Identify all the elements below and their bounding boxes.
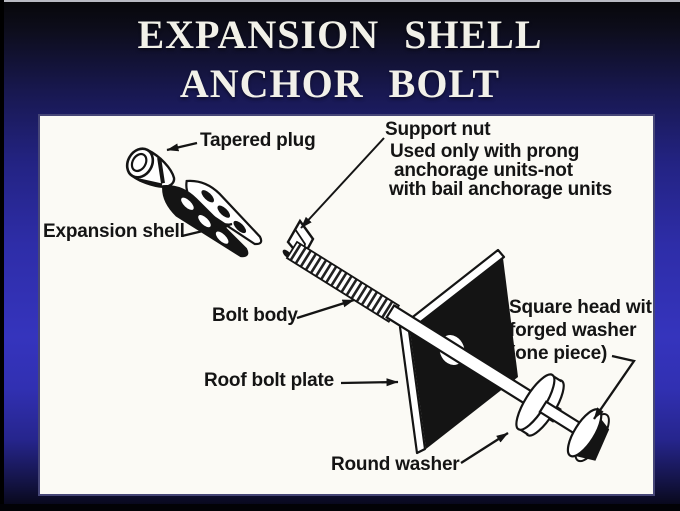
bolt-body-arrow [296, 298, 355, 320]
label-support-nut-note-2: anchorage units-not [394, 160, 573, 181]
label-tapered-plug: Tapered plug [200, 130, 316, 151]
label-support-nut: Support nut [385, 119, 491, 140]
bottom-edge-strip [0, 504, 680, 511]
left-edge-strip [0, 0, 4, 511]
label-bolt-body: Bolt body [212, 305, 298, 326]
label-expansion-shell: Expansion shell [43, 221, 185, 242]
tapered-plug-arrow [166, 141, 198, 152]
diagram-panel: Tapered plug Support nut Used only with … [38, 114, 655, 496]
tapered-plug-drawing [125, 147, 176, 188]
expansion-shell-arrow [181, 222, 233, 238]
label-round-washer: Round washer [331, 454, 460, 475]
one-piece-arrow [593, 354, 636, 420]
label-square-head-line-2: forged washer [509, 320, 637, 341]
diagram-drawing [125, 137, 636, 464]
label-square-head-line-1: Square head wit [509, 297, 652, 318]
label-square-head-line-3: (one piece) [509, 343, 608, 364]
title-line-1: EXPANSION SHELL [137, 12, 543, 57]
roof-bolt-plate-arrow [340, 378, 399, 387]
label-roof-bolt-plate: Roof bolt plate [204, 370, 334, 391]
title-line-2: ANCHOR BOLT [179, 61, 501, 106]
round-washer-drawing [515, 373, 565, 437]
expansion-shell-drawing [162, 179, 263, 258]
round-washer-arrow [460, 432, 509, 464]
support-nut-arrow [300, 137, 385, 229]
label-support-nut-note-1: Used only with prong [390, 141, 580, 162]
label-support-nut-note-3: with bail anchorage units [389, 179, 613, 200]
slide-title: EXPANSION SHELL ANCHOR BOLT [0, 10, 680, 108]
square-head-drawing [566, 408, 610, 463]
top-hairline [0, 0, 680, 2]
bolt-shaft-and-washers-drawing [385, 304, 610, 463]
bolt-body-drawing [285, 240, 401, 323]
